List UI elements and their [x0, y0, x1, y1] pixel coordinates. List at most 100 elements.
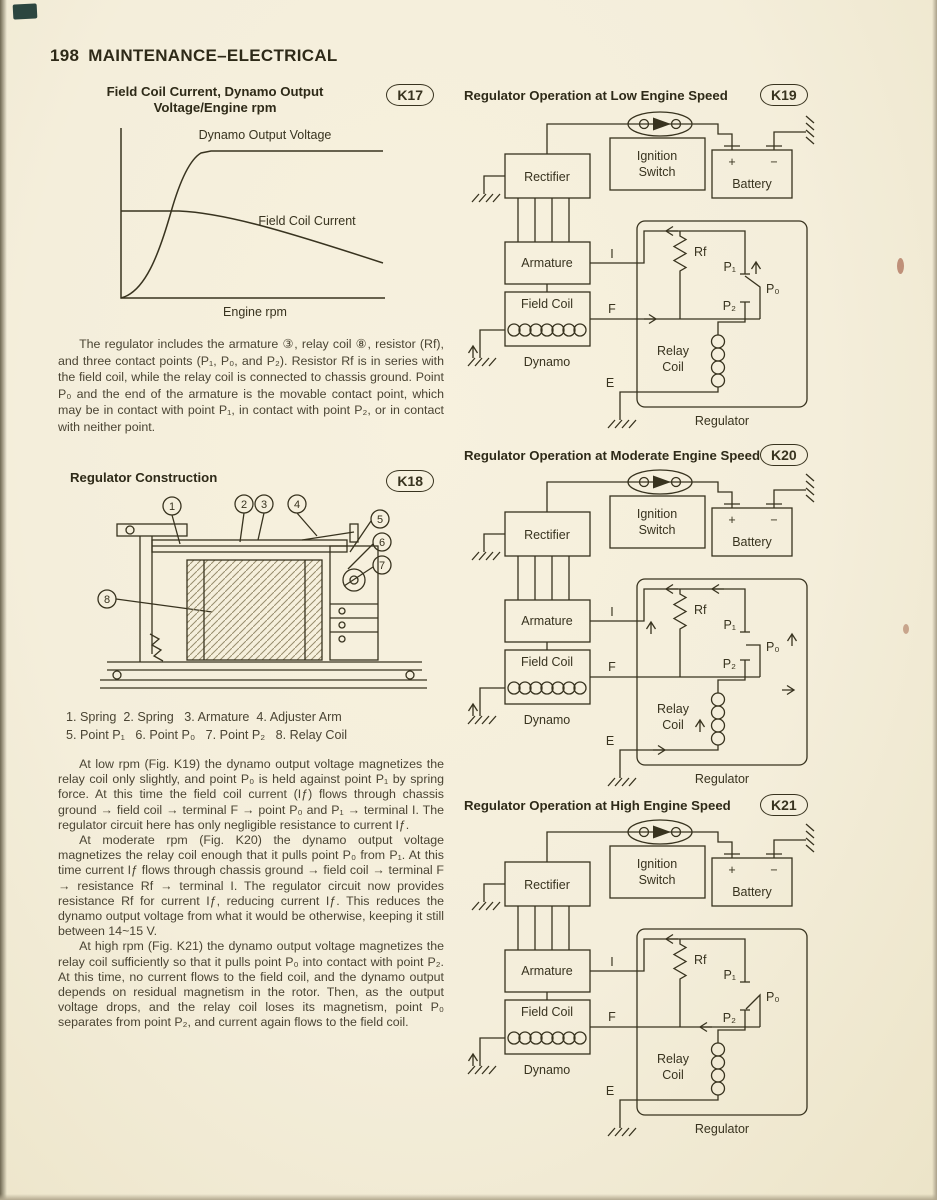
field-coil-box	[504, 999, 591, 1055]
p2-label: P₂	[723, 1011, 736, 1025]
regulator-cutaway-drawing	[100, 523, 427, 689]
p2-label: P₂	[723, 657, 736, 671]
spring-zigzag	[149, 633, 164, 662]
callout-3: 3	[261, 499, 267, 511]
figure-k18-header: Regulator Construction K18	[70, 470, 434, 492]
scan-artifact-corner	[12, 3, 38, 20]
dynamo-label: Dynamo	[524, 713, 571, 727]
k17-chart: Dynamo Output Voltage Field Coil Current…	[120, 128, 385, 319]
ignition-switch-box	[609, 845, 706, 899]
relay-label-1: Relay	[657, 344, 690, 358]
figure-k20-header: Regulator Operation at Moderate Engine S…	[464, 444, 888, 466]
chart-axes	[120, 128, 385, 299]
dynamo-output-voltage-curve	[120, 150, 383, 299]
page-number: 198	[50, 46, 80, 65]
callout-2: 2	[241, 499, 247, 511]
figure-k21-header: Regulator Operation at High Engine Speed…	[464, 794, 888, 816]
p0-label: P₀	[766, 990, 780, 1004]
armature-label: Armature	[521, 964, 572, 978]
scan-artifact-smudge	[897, 258, 904, 274]
rectifier-label: Rectifier	[524, 170, 570, 184]
p0-contact-arm	[744, 275, 761, 319]
regulator-box	[636, 578, 808, 766]
dynamo-curve-label: Dynamo Output Voltage	[199, 128, 332, 142]
relay-label-2: Coil	[662, 1068, 684, 1082]
paragraph-high-rpm: At high rpm (Fig. K21) the dynamo output…	[58, 939, 444, 1030]
legend-line-1: 1. Spring 2. Spring 3. Armature 4. Adjus…	[66, 710, 342, 724]
p0-label: P₀	[766, 640, 780, 654]
relay-coil-symbol	[710, 1042, 726, 1096]
diagram-labels: Rectifier Ignition Switch + − Battery Ar…	[521, 857, 780, 1136]
rf-label: Rf	[694, 953, 707, 967]
armature-label: Armature	[521, 256, 572, 270]
armature-label: Armature	[521, 614, 572, 628]
scan-artifact-smudge	[903, 624, 909, 634]
callout-leader-lines	[115, 512, 374, 613]
terminal-e-label: E	[606, 376, 614, 390]
wires	[479, 831, 800, 1122]
dynamo-label: Dynamo	[524, 1063, 571, 1077]
battery-plus: +	[728, 155, 735, 169]
figure-k17-title-line2: Voltage/Engine rpm	[153, 100, 277, 115]
rf-label: Rf	[694, 245, 707, 259]
relay-label-2: Coil	[662, 718, 684, 732]
terminal-f-label: F	[608, 660, 616, 674]
battery-box	[711, 149, 793, 199]
figure-k19-header: Regulator Operation at Low Engine Speed …	[464, 84, 888, 106]
k19-circuit-diagram: Rectifier Ignition Switch + − Battery Ar…	[467, 111, 815, 429]
ignition-label-1: Ignition	[637, 507, 677, 521]
ground-symbol	[471, 187, 501, 203]
paragraph-regulator-intro: The regulator includes the armature ③, r…	[58, 336, 444, 436]
field-coil-label: Field Coil	[521, 655, 573, 669]
ignition-switch-box	[609, 137, 706, 191]
current-arrow-right	[643, 313, 657, 325]
regulator-label: Regulator	[695, 414, 749, 428]
ignition-label-2: Switch	[639, 873, 676, 887]
figure-k19-badge: K19	[760, 84, 808, 106]
rectifier-label: Rectifier	[524, 528, 570, 542]
wires	[479, 481, 800, 772]
ground-symbol	[799, 115, 815, 145]
k20-circuit-diagram: Rectifier Ignition Switch + − Battery Ar…	[467, 469, 815, 787]
ignition-switch-box	[609, 495, 706, 549]
terminal-e-label: E	[606, 1084, 614, 1098]
current-arrow-right	[781, 684, 795, 696]
ignition-label-2: Switch	[639, 523, 676, 537]
ignition-switch-symbol	[627, 819, 693, 845]
terminal-i-label: I	[610, 955, 613, 969]
regulator-label: Regulator	[695, 1122, 749, 1136]
paragraphs-operation: At low rpm (Fig. K19) the dynamo output …	[58, 757, 444, 1031]
figure-k18-legend: 1. Spring 2. Spring 3. Armature 4. Adjus…	[66, 708, 444, 744]
armature-box	[504, 241, 591, 285]
field-coil-box	[504, 649, 591, 705]
ground-symbol	[471, 545, 501, 561]
battery-minus: −	[770, 513, 777, 527]
terminal-f-label: F	[608, 302, 616, 316]
callout-6: 6	[379, 537, 385, 549]
ground-symbol	[471, 895, 501, 911]
field-coil-current-curve	[121, 210, 384, 264]
current-arrow-up	[467, 703, 479, 717]
battery-minus: −	[770, 155, 777, 169]
current-arrow-left	[711, 583, 725, 595]
rectifier-box	[504, 861, 591, 907]
battery-label: Battery	[732, 535, 772, 549]
callout-5: 5	[377, 514, 383, 526]
regulator-label: Regulator	[695, 772, 749, 786]
rectifier-label: Rectifier	[524, 878, 570, 892]
battery-label: Battery	[732, 177, 772, 191]
rf-resistor	[672, 589, 688, 677]
figure-k17-title-line1: Field Coil Current, Dynamo Output	[106, 84, 324, 99]
figure-k20-title: Regulator Operation at Moderate Engine S…	[464, 448, 761, 463]
rectifier-box	[504, 511, 591, 557]
current-arrow-right	[652, 744, 666, 756]
ignition-label-1: Ignition	[637, 857, 677, 871]
figure-k20-badge: K20	[760, 444, 808, 466]
p0-contact-arm	[745, 993, 761, 1027]
field-coil-label: Field Coil	[521, 297, 573, 311]
armature-box	[504, 599, 591, 643]
figure-k21-title: Regulator Operation at High Engine Speed	[464, 798, 731, 813]
current-arrow-left	[665, 583, 679, 595]
p2-label: P₂	[723, 299, 736, 313]
